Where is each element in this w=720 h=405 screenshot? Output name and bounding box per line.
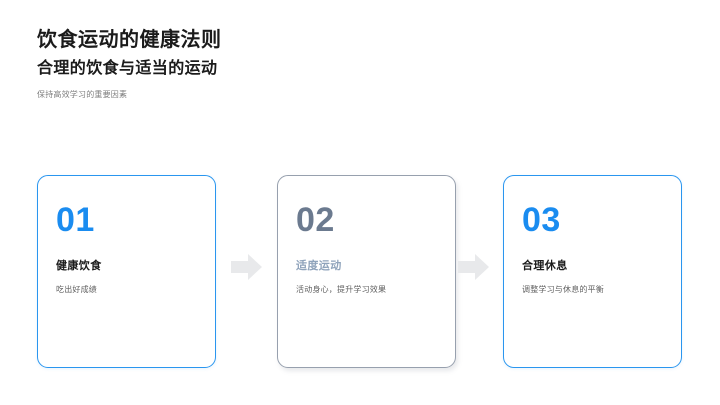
step-card-1-description: 吃出好成绩 bbox=[56, 285, 97, 295]
step-card-3-description: 调整学习与休息的平衡 bbox=[522, 285, 604, 295]
arrow-right-icon bbox=[231, 253, 263, 281]
step-card-2-title: 适度运动 bbox=[296, 260, 342, 272]
step-card-3[interactable]: 03 合理休息 调整学习与休息的平衡 bbox=[503, 175, 682, 368]
step-card-3-title: 合理休息 bbox=[522, 260, 568, 272]
slide-header: 饮食运动的健康法则 合理的饮食与适当的运动 保持高效学习的重要因素 bbox=[37, 28, 677, 100]
page-caption: 保持高效学习的重要因素 bbox=[37, 89, 128, 99]
step-card-3-content: 03 合理休息 调整学习与休息的平衡 bbox=[522, 203, 669, 295]
arrow-right-icon bbox=[458, 253, 490, 281]
step-card-1-number: 01 bbox=[56, 201, 95, 239]
step-card-1[interactable]: 01 健康饮食 吃出好成绩 bbox=[37, 175, 216, 368]
steps-container: 01 健康饮食 吃出好成绩 02 适度运动 活动身心，提升学习效果 03 合理休… bbox=[0, 175, 720, 370]
step-card-2-number: 02 bbox=[296, 201, 335, 239]
step-card-1-title: 健康饮食 bbox=[56, 260, 102, 272]
step-card-2-content: 02 适度运动 活动身心，提升学习效果 bbox=[296, 203, 443, 295]
step-card-3-number: 03 bbox=[522, 201, 561, 239]
step-card-2[interactable]: 02 适度运动 活动身心，提升学习效果 bbox=[277, 175, 456, 368]
page-title: 饮食运动的健康法则 bbox=[37, 29, 222, 51]
step-card-2-description: 活动身心，提升学习效果 bbox=[296, 285, 387, 295]
step-card-1-content: 01 健康饮食 吃出好成绩 bbox=[56, 203, 203, 295]
page-subtitle: 合理的饮食与适当的运动 bbox=[37, 60, 218, 77]
